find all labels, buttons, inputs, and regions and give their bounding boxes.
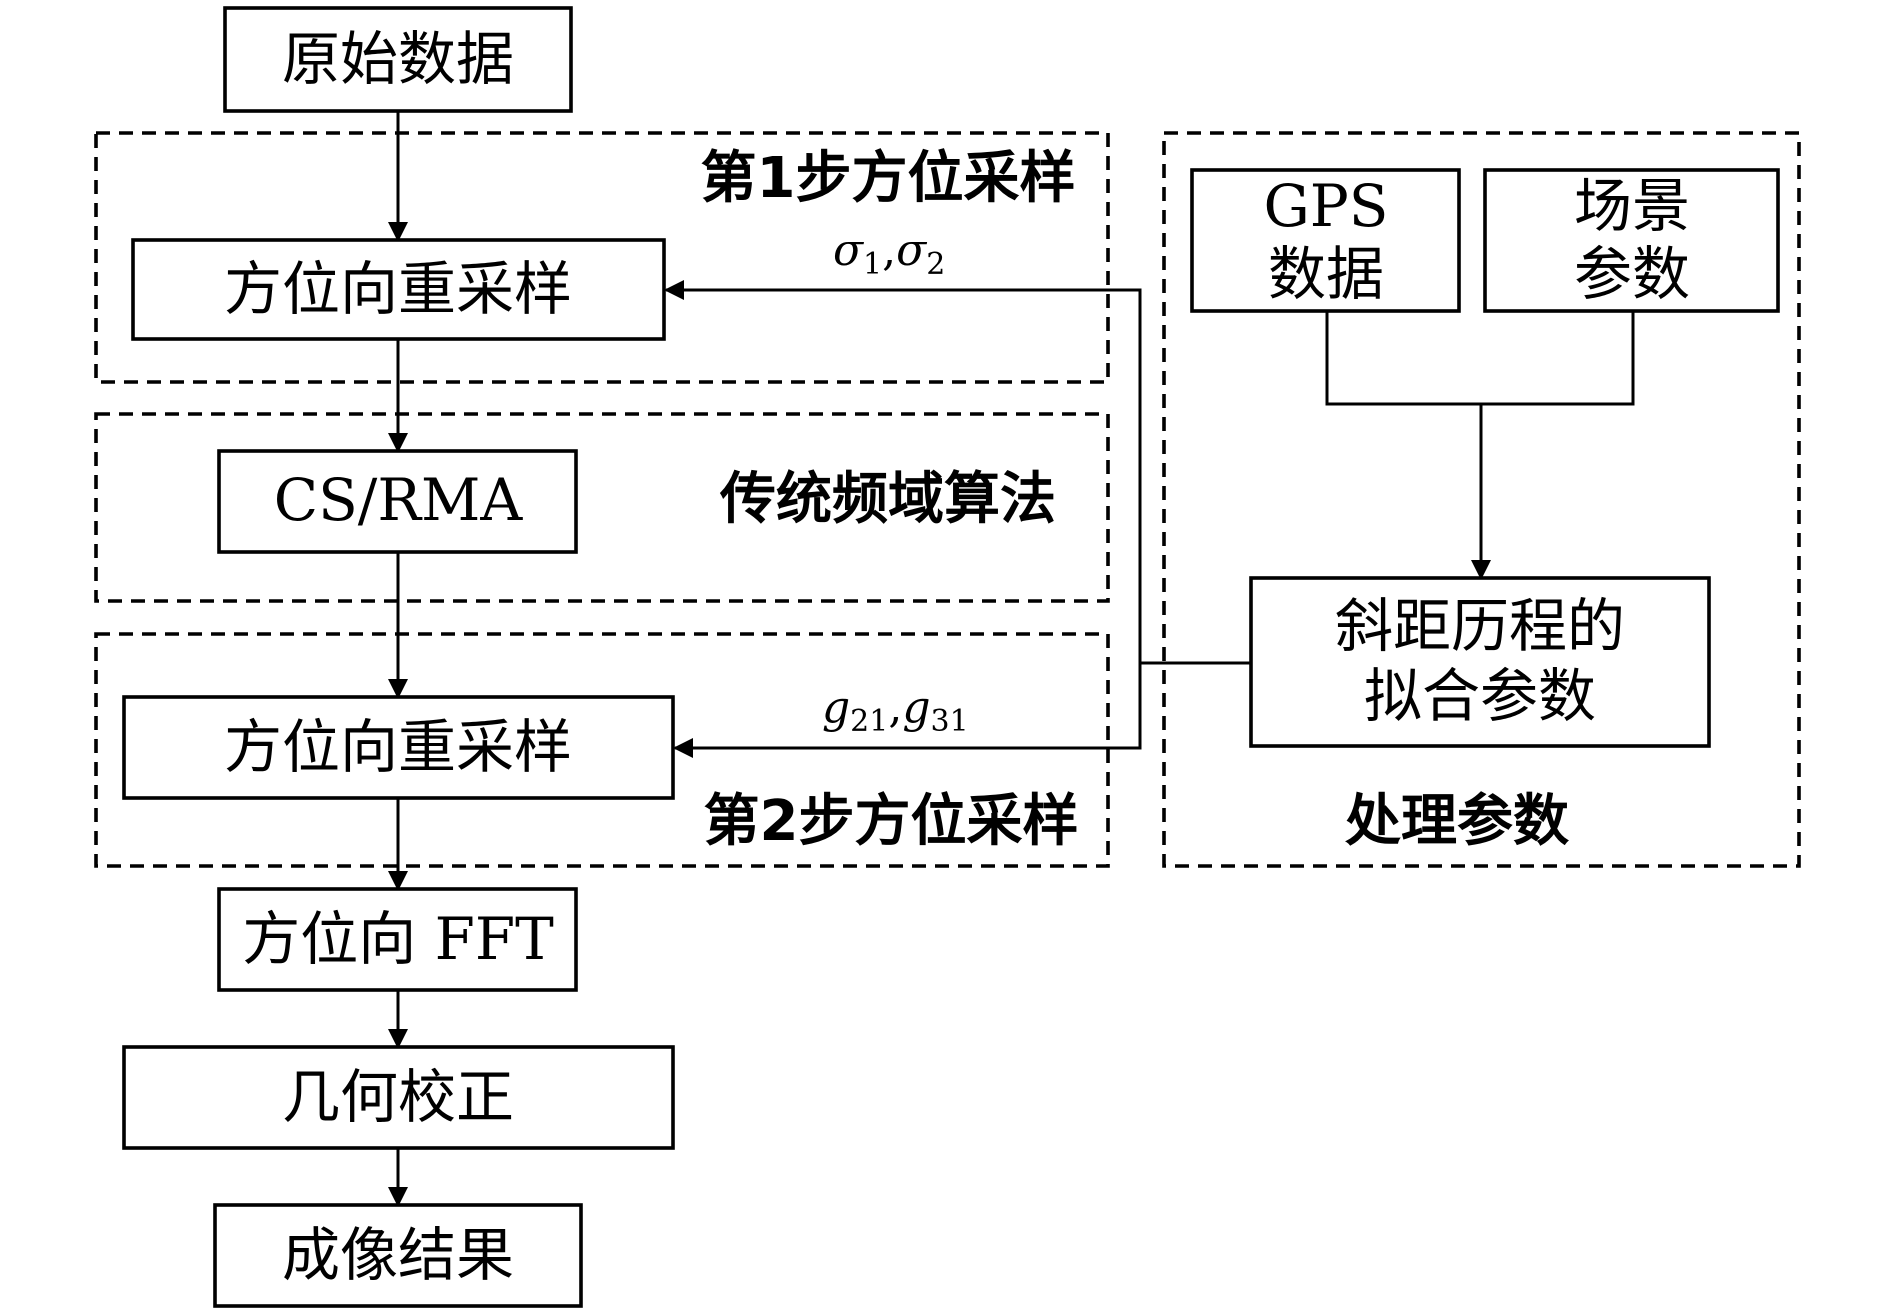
node-gps-data-line2: 数据 bbox=[1268, 240, 1384, 308]
node-cs-rma: CS/RMA bbox=[217, 449, 578, 554]
node-raw-data-label: 原始数据 bbox=[282, 25, 514, 93]
node-gps-data: GPS 数据 bbox=[1190, 168, 1461, 313]
node-resample2: 方位向重采样 bbox=[122, 695, 675, 800]
edge-label-g: g21,g31 bbox=[822, 682, 969, 739]
node-raw-data: 原始数据 bbox=[223, 6, 573, 113]
node-fit-params: 斜距历程的 拟合参数 bbox=[1249, 576, 1711, 748]
node-resample1: 方位向重采样 bbox=[131, 238, 666, 341]
group-step2-label: 第2步方位采样 bbox=[704, 789, 1079, 854]
group-traditional-label: 传统频域算法 bbox=[719, 467, 1056, 532]
node-resample1-label: 方位向重采样 bbox=[224, 255, 572, 323]
node-fit-params-line2: 拟合参数 bbox=[1364, 662, 1596, 730]
group-traditional-frame bbox=[94, 412, 1110, 603]
group-step2-frame bbox=[94, 632, 1110, 868]
node-cs-rma-label: CS/RMA bbox=[274, 466, 524, 534]
node-imaging-result: 成像结果 bbox=[213, 1203, 583, 1308]
edge-bus-to-resample2 bbox=[673, 663, 1142, 758]
node-geo-correction-label: 几何校正 bbox=[282, 1063, 514, 1131]
group-step1-frame bbox=[94, 131, 1110, 384]
node-scene-params-line1: 场景 bbox=[1574, 172, 1690, 240]
node-geo-correction: 几何校正 bbox=[122, 1045, 675, 1150]
edge-label-sigma: σ1,σ2 bbox=[833, 225, 945, 282]
node-scene-params-line2: 参数 bbox=[1574, 240, 1690, 308]
node-resample2-label: 方位向重采样 bbox=[224, 713, 572, 781]
group-step1-label: 第1步方位采样 bbox=[701, 146, 1076, 211]
node-scene-params: 场景 参数 bbox=[1483, 168, 1780, 313]
node-imaging-result-label: 成像结果 bbox=[282, 1221, 514, 1289]
node-gps-data-line1: GPS bbox=[1263, 172, 1388, 240]
group-processing-label: 处理参数 bbox=[1345, 789, 1569, 854]
edge-gps-scene-merge bbox=[1325, 311, 1635, 406]
node-azimuth-fft: 方位向 FFT bbox=[217, 887, 578, 992]
group-processing-frame bbox=[1162, 131, 1801, 868]
node-fit-params-line1: 斜距历程的 bbox=[1335, 592, 1625, 660]
edge-bus-to-resample1 bbox=[664, 280, 1142, 663]
node-azimuth-fft-label: 方位向 FFT bbox=[242, 905, 554, 973]
